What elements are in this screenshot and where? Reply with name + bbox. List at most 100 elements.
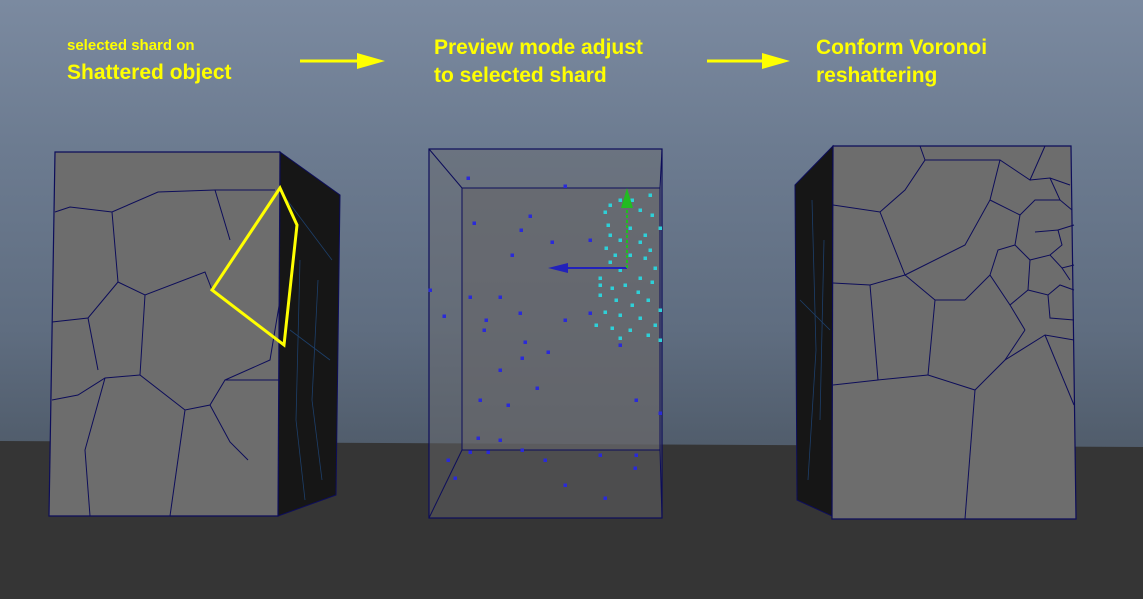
selected-voronoi-point[interactable]: [603, 210, 608, 215]
selected-voronoi-point[interactable]: [606, 223, 611, 228]
voronoi-fracture-lines: [51, 189, 281, 517]
move-manipulator-icon[interactable]: [548, 188, 633, 273]
selected-voronoi-point[interactable]: [608, 233, 613, 238]
caption-step1-line1: selected shard on: [67, 37, 195, 54]
voronoi-point: [563, 483, 567, 487]
selected-voronoi-point[interactable]: [598, 293, 603, 298]
selected-voronoi-point[interactable]: [618, 268, 623, 273]
voronoi-point: [598, 453, 602, 457]
voronoi-point: [523, 340, 527, 344]
caption-step3-line2: reshattering: [816, 64, 938, 87]
shattered-object[interactable]: [48, 151, 341, 517]
voronoi-point: [466, 176, 470, 180]
selected-voronoi-point[interactable]: [614, 298, 619, 303]
voronoi-point: [634, 398, 638, 402]
voronoi-point: [472, 221, 476, 225]
voronoi-point: [428, 288, 432, 292]
voronoi-point: [546, 350, 550, 354]
reshattered-object[interactable]: [794, 144, 1077, 520]
voronoi-point: [453, 476, 457, 480]
selected-voronoi-point[interactable]: [648, 248, 653, 253]
voronoi-point: [518, 311, 522, 315]
voronoi-point: [550, 240, 554, 244]
voronoi-point: [478, 398, 482, 402]
selected-voronoi-point[interactable]: [630, 303, 635, 308]
voronoi-point: [535, 386, 539, 390]
selected-voronoi-point[interactable]: [598, 276, 603, 281]
right-arrow-icon: [300, 53, 385, 69]
block-front-face: [831, 145, 1077, 520]
caption-step3-line1: Conform Voronoi: [816, 36, 988, 59]
selected-voronoi-point[interactable]: [646, 333, 651, 338]
selected-voronoi-point[interactable]: [594, 323, 599, 328]
selected-voronoi-point[interactable]: [618, 336, 623, 341]
selected-voronoi-point[interactable]: [623, 283, 628, 288]
voronoi-point: [633, 466, 637, 470]
selected-voronoi-points[interactable]: [594, 193, 663, 343]
voronoi-point: [510, 253, 514, 257]
selected-voronoi-point[interactable]: [603, 310, 608, 315]
selected-voronoi-point[interactable]: [613, 253, 618, 258]
selected-voronoi-point[interactable]: [598, 283, 603, 288]
selected-voronoi-point[interactable]: [646, 298, 651, 303]
voronoi-point: [486, 450, 490, 454]
selected-voronoi-point[interactable]: [628, 253, 633, 258]
voronoi-point: [603, 496, 607, 500]
selected-voronoi-point[interactable]: [653, 323, 658, 328]
selected-voronoi-point[interactable]: [636, 290, 641, 295]
block-side-face: [794, 144, 834, 517]
selected-voronoi-point[interactable]: [618, 238, 623, 243]
selected-voronoi-point[interactable]: [658, 308, 663, 313]
block-front-face: [48, 151, 281, 517]
selected-voronoi-point[interactable]: [658, 338, 663, 343]
voronoi-point: [506, 403, 510, 407]
selected-voronoi-point[interactable]: [638, 208, 643, 213]
selected-voronoi-point[interactable]: [610, 286, 615, 291]
selected-voronoi-point[interactable]: [638, 276, 643, 281]
voronoi-point: [520, 356, 524, 360]
voronoi-point: [482, 328, 486, 332]
selected-voronoi-point[interactable]: [610, 326, 615, 331]
side-face-fracture-lines: [799, 199, 831, 481]
voronoi-point: [618, 343, 622, 347]
voronoi-point: [563, 184, 567, 188]
selected-voronoi-point[interactable]: [618, 198, 623, 203]
selected-voronoi-point[interactable]: [653, 266, 658, 271]
selected-voronoi-point[interactable]: [643, 256, 648, 261]
selected-voronoi-point[interactable]: [648, 193, 653, 198]
voronoi-point: [498, 368, 502, 372]
selected-voronoi-point[interactable]: [630, 198, 635, 203]
preview-mode-object[interactable]: [428, 148, 663, 519]
selected-voronoi-point[interactable]: [658, 226, 663, 231]
selected-voronoi-point[interactable]: [604, 246, 609, 251]
selected-voronoi-point[interactable]: [638, 316, 643, 321]
voronoi-point: [519, 228, 523, 232]
selected-voronoi-point[interactable]: [638, 240, 643, 245]
caption-step1-line2: Shattered object: [67, 61, 232, 84]
selected-voronoi-point[interactable]: [628, 226, 633, 231]
selected-voronoi-point[interactable]: [608, 203, 613, 208]
voronoi-point: [442, 314, 446, 318]
voronoi-point: [528, 214, 532, 218]
voronoi-point: [588, 238, 592, 242]
right-arrow-icon: [707, 53, 790, 69]
selected-shard-highlight[interactable]: [209, 184, 299, 348]
selected-voronoi-point[interactable]: [643, 233, 648, 238]
voronoi-point: [520, 448, 524, 452]
selected-voronoi-point[interactable]: [618, 313, 623, 318]
voronoi-point: [484, 318, 488, 322]
voronoi-point: [563, 318, 567, 322]
voronoi-point: [498, 295, 502, 299]
voronoi-point: [588, 311, 592, 315]
selected-voronoi-point[interactable]: [608, 260, 613, 265]
selected-voronoi-point[interactable]: [650, 280, 655, 285]
selected-voronoi-point[interactable]: [650, 213, 655, 218]
side-face-fracture-lines: [286, 199, 333, 501]
voronoi-point: [543, 458, 547, 462]
voronoi-point: [498, 438, 502, 442]
voronoi-point: [446, 458, 450, 462]
voronoi-point: [468, 450, 472, 454]
selected-voronoi-point[interactable]: [628, 328, 633, 333]
